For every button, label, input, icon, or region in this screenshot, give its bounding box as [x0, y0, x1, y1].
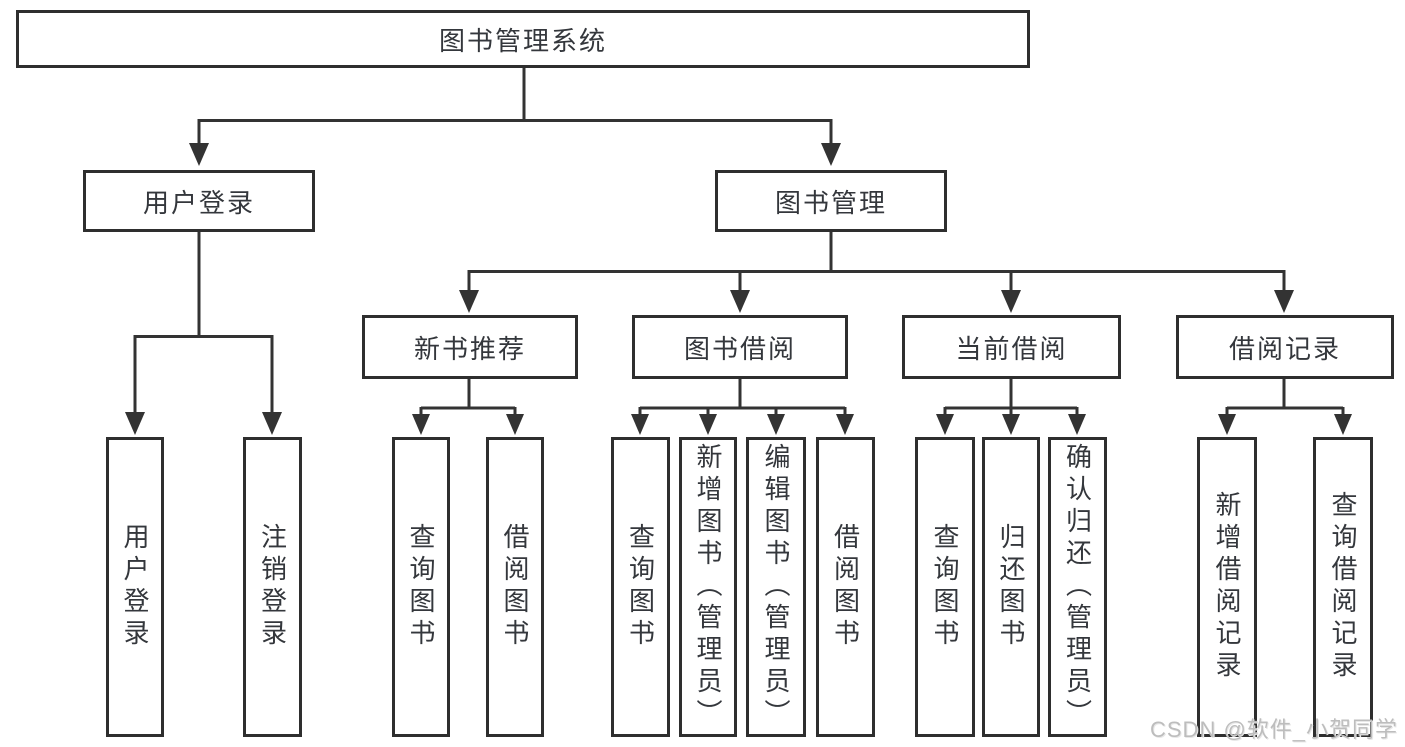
arrow-down-icon: [459, 290, 479, 313]
node-label: 新书推荐: [413, 333, 526, 364]
leaf-add-books-admin: 新增图书（管理员）: [679, 437, 737, 737]
connector-current-borrow-branch: [936, 379, 1086, 435]
csdn-watermark: CSDN @软件_小贺同学: [1150, 717, 1399, 742]
leaf-edit-books-admin: 编辑图书（管理员）: [746, 437, 806, 737]
arrow-down-icon: [412, 414, 430, 435]
connector-root-to-level2: [189, 68, 841, 166]
node-label: 新增图书（管理员）: [693, 443, 723, 731]
connector-book-borrow-branch: [631, 379, 854, 435]
arrow-down-icon: [631, 414, 649, 435]
node-label: 当前借阅: [955, 333, 1068, 364]
leaf-borrow-books: 借阅图书: [816, 437, 875, 737]
node-label: 查询图书: [625, 523, 656, 651]
node-label: 确认归还（管理员）: [1062, 443, 1093, 731]
connector-book-management-to-level3: [459, 232, 1294, 313]
node-label: 借阅图书: [830, 523, 861, 651]
arrow-down-icon: [936, 414, 954, 435]
node-label: 注销登录: [257, 523, 288, 651]
leaf-query-books-current: 查询图书: [915, 437, 975, 737]
connector-user-login-branch: [125, 232, 282, 435]
leaf-add-borrow-record: 新增借阅记录: [1197, 437, 1257, 737]
node-label: 查询借阅记录: [1328, 491, 1358, 683]
arrow-down-icon: [125, 412, 145, 435]
node-borrow-records: 借阅记录: [1176, 315, 1394, 379]
leaf-query-borrow-record: 查询借阅记录: [1313, 437, 1373, 737]
node-user-login: 用户登录: [83, 170, 315, 232]
connector-new-book-branch: [412, 379, 524, 435]
node-label: 图书管理: [774, 187, 887, 218]
leaf-return-books: 归还图书: [982, 437, 1040, 737]
node-label: 归还图书: [996, 523, 1026, 651]
node-label: 图书借阅: [683, 333, 796, 364]
node-label: 查询图书: [930, 523, 960, 651]
leaf-borrow-books-recommend: 借阅图书: [486, 437, 544, 737]
node-label: 新增借阅记录: [1212, 491, 1242, 683]
leaf-user-login: 用户登录: [106, 437, 164, 737]
node-book-management: 图书管理: [715, 170, 947, 232]
connector-borrow-records-branch: [1218, 379, 1352, 435]
node-label: 借阅图书: [500, 523, 530, 651]
arrow-down-icon: [1002, 414, 1020, 435]
leaf-confirm-return-admin: 确认归还（管理员）: [1048, 437, 1107, 737]
arrow-down-icon: [1218, 414, 1236, 435]
node-book-borrow: 图书借阅: [632, 315, 848, 379]
arrow-down-icon: [506, 414, 524, 435]
arrow-down-icon: [189, 143, 209, 166]
node-label: 用户登录: [120, 523, 150, 651]
arrow-down-icon: [1068, 414, 1086, 435]
arrow-down-icon: [836, 414, 854, 435]
leaf-logout: 注销登录: [243, 437, 302, 737]
node-current-borrow: 当前借阅: [902, 315, 1121, 379]
arrow-down-icon: [1001, 290, 1021, 313]
arrow-down-icon: [767, 414, 785, 435]
arrow-down-icon: [1334, 414, 1352, 435]
arrow-down-icon: [262, 412, 282, 435]
node-new-book-recommend: 新书推荐: [362, 315, 578, 379]
node-label: 查询图书: [406, 523, 436, 651]
arrow-down-icon: [821, 143, 841, 166]
leaf-query-books-borrow: 查询图书: [611, 437, 670, 737]
node-label: 编辑图书（管理员）: [761, 443, 791, 731]
node-label: 用户登录: [142, 187, 255, 218]
leaf-query-books-recommend: 查询图书: [392, 437, 450, 737]
node-label: 借阅记录: [1228, 333, 1341, 364]
arrow-down-icon: [699, 414, 717, 435]
arrow-down-icon: [730, 290, 750, 313]
arrow-down-icon: [1274, 290, 1294, 313]
node-library-management-system: 图书管理系统: [16, 10, 1030, 68]
node-label: 图书管理系统: [438, 25, 607, 56]
